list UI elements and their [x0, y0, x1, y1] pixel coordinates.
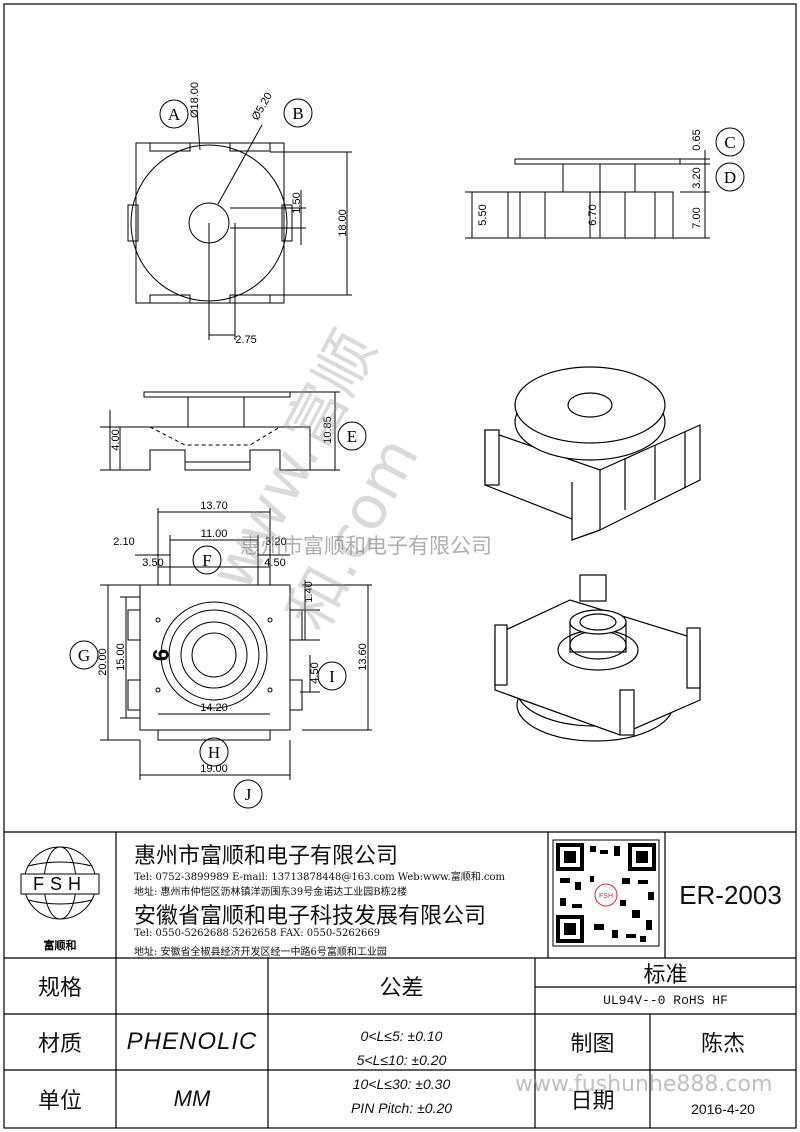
tolerance-item: 10<L≤30: ±0.30 — [352, 1076, 451, 1092]
label-i: I — [329, 667, 335, 686]
label-h: H — [208, 743, 220, 762]
label-g: G — [78, 646, 90, 665]
dim-dia-inner: Ø5.20 — [250, 91, 275, 123]
qr-logo-text: FSH — [599, 893, 613, 900]
company-contact-2: Tel: 0550-5262688 5262658 FAX: 0550-5262… — [134, 928, 381, 939]
label-b: B — [292, 104, 303, 123]
label-e: E — [347, 427, 357, 446]
standard-label: 标准 — [643, 962, 688, 988]
dim-w350: 3.50 — [142, 557, 163, 569]
iso-view-bottom — [494, 574, 701, 742]
logo-text: FSH — [33, 874, 87, 894]
dim-front-total: 10.85 — [322, 416, 334, 444]
dim-side-height: 5.50 — [477, 204, 489, 225]
tolerance-item: PIN Pitch: ±0.20 — [350, 1100, 453, 1116]
label-a: A — [168, 105, 181, 124]
dim-h1360: 13.60 — [357, 643, 369, 671]
date-value: 2016-4-20 — [691, 1101, 755, 1117]
dim-w1900: 19.00 — [200, 763, 228, 775]
front-view — [100, 391, 367, 471]
logo-caption: 富顺和 — [44, 938, 77, 952]
spec-label: 规格 — [37, 976, 82, 1001]
label-f: F — [202, 551, 211, 570]
unit-value: MM — [173, 1086, 211, 1111]
company-name-2: 安徽省富顺和电子科技发展有限公司 — [134, 904, 487, 929]
dim-w320: 3.20 — [265, 536, 286, 548]
dim-w450: 4.50 — [264, 557, 285, 569]
dim-h1500: 15.00 — [115, 643, 127, 671]
pin-mark: 9 — [148, 649, 173, 661]
dim-w1370: 13.70 — [200, 500, 228, 512]
label-c: C — [724, 133, 735, 152]
dim-flange: 0.65 — [691, 129, 703, 150]
dim-w1420: 14.20 — [200, 702, 228, 714]
dim-w210: 2.10 — [113, 536, 134, 548]
bottom-view — [69, 508, 372, 809]
date-label: 日期 — [570, 1089, 615, 1114]
tolerance-label: 公差 — [379, 976, 424, 1001]
standard-value: UL94V--0 RoHS HF — [603, 993, 728, 1008]
company-name-1: 惠州市富顺和电子有限公司 — [134, 844, 399, 869]
tolerance-list: 0<L≤5: ±0.10 5<L≤10: ±0.20 10<L≤30: ±0.3… — [268, 1024, 535, 1120]
dim-dia-outer: Ø18.00 — [189, 82, 201, 118]
sheet-border — [3, 3, 797, 1129]
material-value: PHENOLIC — [126, 1028, 258, 1055]
dim-h2000: 20.00 — [97, 648, 109, 676]
material-label: 材质 — [37, 1032, 82, 1057]
tolerance-item: 5<L≤10: ±0.20 — [356, 1052, 447, 1068]
dim-side-right: 7.00 — [691, 207, 703, 228]
part-number: ER-2003 — [679, 879, 782, 910]
drawer-name: 陈杰 — [700, 1032, 745, 1057]
dim-flange-gap: 3.20 — [691, 167, 703, 188]
iso-view-top — [484, 366, 701, 541]
company-logo — [20, 846, 100, 920]
label-j: J — [245, 785, 252, 804]
dim-side-inner: 6.70 — [587, 204, 599, 225]
company-address-1: 地址: 惠州市仲恺区沥林镇洋沥围东39号金诺达工业园B栋2楼 — [134, 887, 407, 898]
qr-code: FSH — [552, 839, 660, 947]
tolerance-item: 0<L≤5: ±0.10 — [360, 1028, 443, 1044]
side-flange — [514, 158, 681, 165]
top-view — [127, 98, 352, 340]
side-view — [465, 127, 745, 239]
dim-front-pin: 4.00 — [110, 429, 122, 450]
spec-value — [116, 958, 268, 1014]
dim-h140: 1.40 — [303, 581, 315, 602]
watermark-footer: www.fushunhe888.com — [515, 1072, 773, 1097]
dim-top-offset: 2.75 — [235, 334, 256, 346]
top-view-body — [135, 142, 285, 304]
label-d: D — [724, 168, 736, 187]
company-contact-1: Tel: 0752-3899989 E-mail: 13713878448@16… — [134, 872, 505, 883]
watermark-line: 惠州市富顺和电子有限公司 — [240, 534, 492, 558]
company-address-2: 地址: 安徽省全椒县经济开发区经一中路6号富顺和工业园 — [134, 947, 387, 958]
dim-h450: 4.50 — [309, 662, 321, 683]
dim-w1100: 11.00 — [201, 528, 228, 540]
title-block — [4, 831, 796, 1128]
dim-top-width: 18.00 — [337, 209, 349, 237]
drawing-label: 制图 — [570, 1032, 615, 1057]
dim-top-slot: 1.50 — [291, 192, 303, 213]
unit-label: 单位 — [37, 1089, 82, 1114]
